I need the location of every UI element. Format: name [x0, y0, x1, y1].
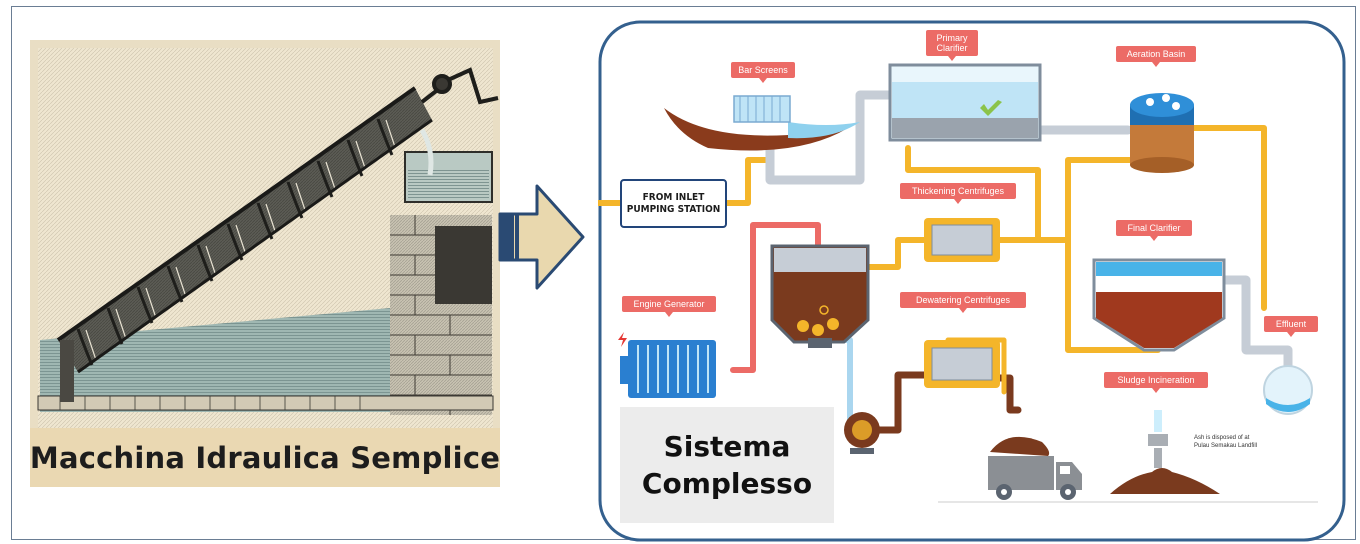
thickening-centrifuges: [924, 218, 1000, 262]
sistema-complesso-box: Sistema Complesso: [620, 407, 834, 523]
sistema-title-line2: Complesso: [641, 467, 813, 500]
inlet-label-line2: PUMPING STATION: [626, 203, 721, 215]
label-engine-generator: Engine Generator: [622, 296, 716, 317]
pipe-biogas: [730, 222, 821, 373]
dewatering-centrifuges: [924, 340, 1000, 388]
label-primary-clarifier: Primary Clarifier: [926, 30, 978, 61]
effluent-outlet: [1263, 365, 1313, 415]
brick-wall: [390, 215, 492, 415]
screw-tube: [56, 86, 433, 374]
inlet-label-line1: FROM INLET: [642, 191, 705, 203]
final-clarifier: [1092, 258, 1226, 352]
label-bar-screens: Bar Screens: [731, 62, 795, 83]
label-thickening-centrifuges: Thickening Centrifuges: [900, 183, 1016, 204]
label-primary-clarifier-line1: Primary: [936, 33, 968, 43]
label-final-clarifier: Final Clarifier: [1116, 220, 1192, 241]
aeration-basin: [1130, 93, 1194, 173]
caption-title: Macchina Idraulica Semplice: [29, 440, 501, 475]
transition-arrow: [498, 184, 585, 290]
pipe-inlet: [723, 157, 771, 206]
sistema-title-line1: Sistema: [663, 430, 791, 463]
ash-note-line1: Ash is disposed of at: [1194, 435, 1250, 441]
label-sludge-incineration: Sludge Incineration: [1104, 372, 1208, 393]
sludge-incineration: [1110, 410, 1220, 494]
archimedes-screw-engraving: [30, 40, 500, 487]
digester-tank: [770, 244, 870, 348]
primary-clarifier: [888, 63, 1042, 142]
archimedes-screw-illustration: [30, 40, 500, 487]
crank-handle: [420, 67, 499, 105]
sludge-truck: [988, 436, 1082, 500]
engine-generator: [618, 332, 716, 398]
bar-screens: [664, 95, 860, 151]
inlet-pumping-station-box: FROM INLET PUMPING STATION: [620, 179, 727, 228]
label-effluent: Effluent: [1264, 316, 1318, 337]
label-primary-clarifier-line2: Clarifier: [936, 43, 968, 53]
label-aeration-basin: Aeration Basin: [1116, 46, 1196, 67]
caption-bar: Macchina Idraulica Semplice: [30, 428, 500, 487]
ash-note-line2: Pulau Semakau Landfill: [1194, 443, 1258, 449]
sludge-pump: [844, 412, 880, 454]
pipe-screen-to-clarifier: [765, 90, 893, 185]
ash-disposal-note: Ash is disposed of at Pulau Semakau Land…: [1194, 434, 1264, 450]
label-dewatering-centrifuges: Dewatering Centrifuges: [900, 292, 1026, 313]
